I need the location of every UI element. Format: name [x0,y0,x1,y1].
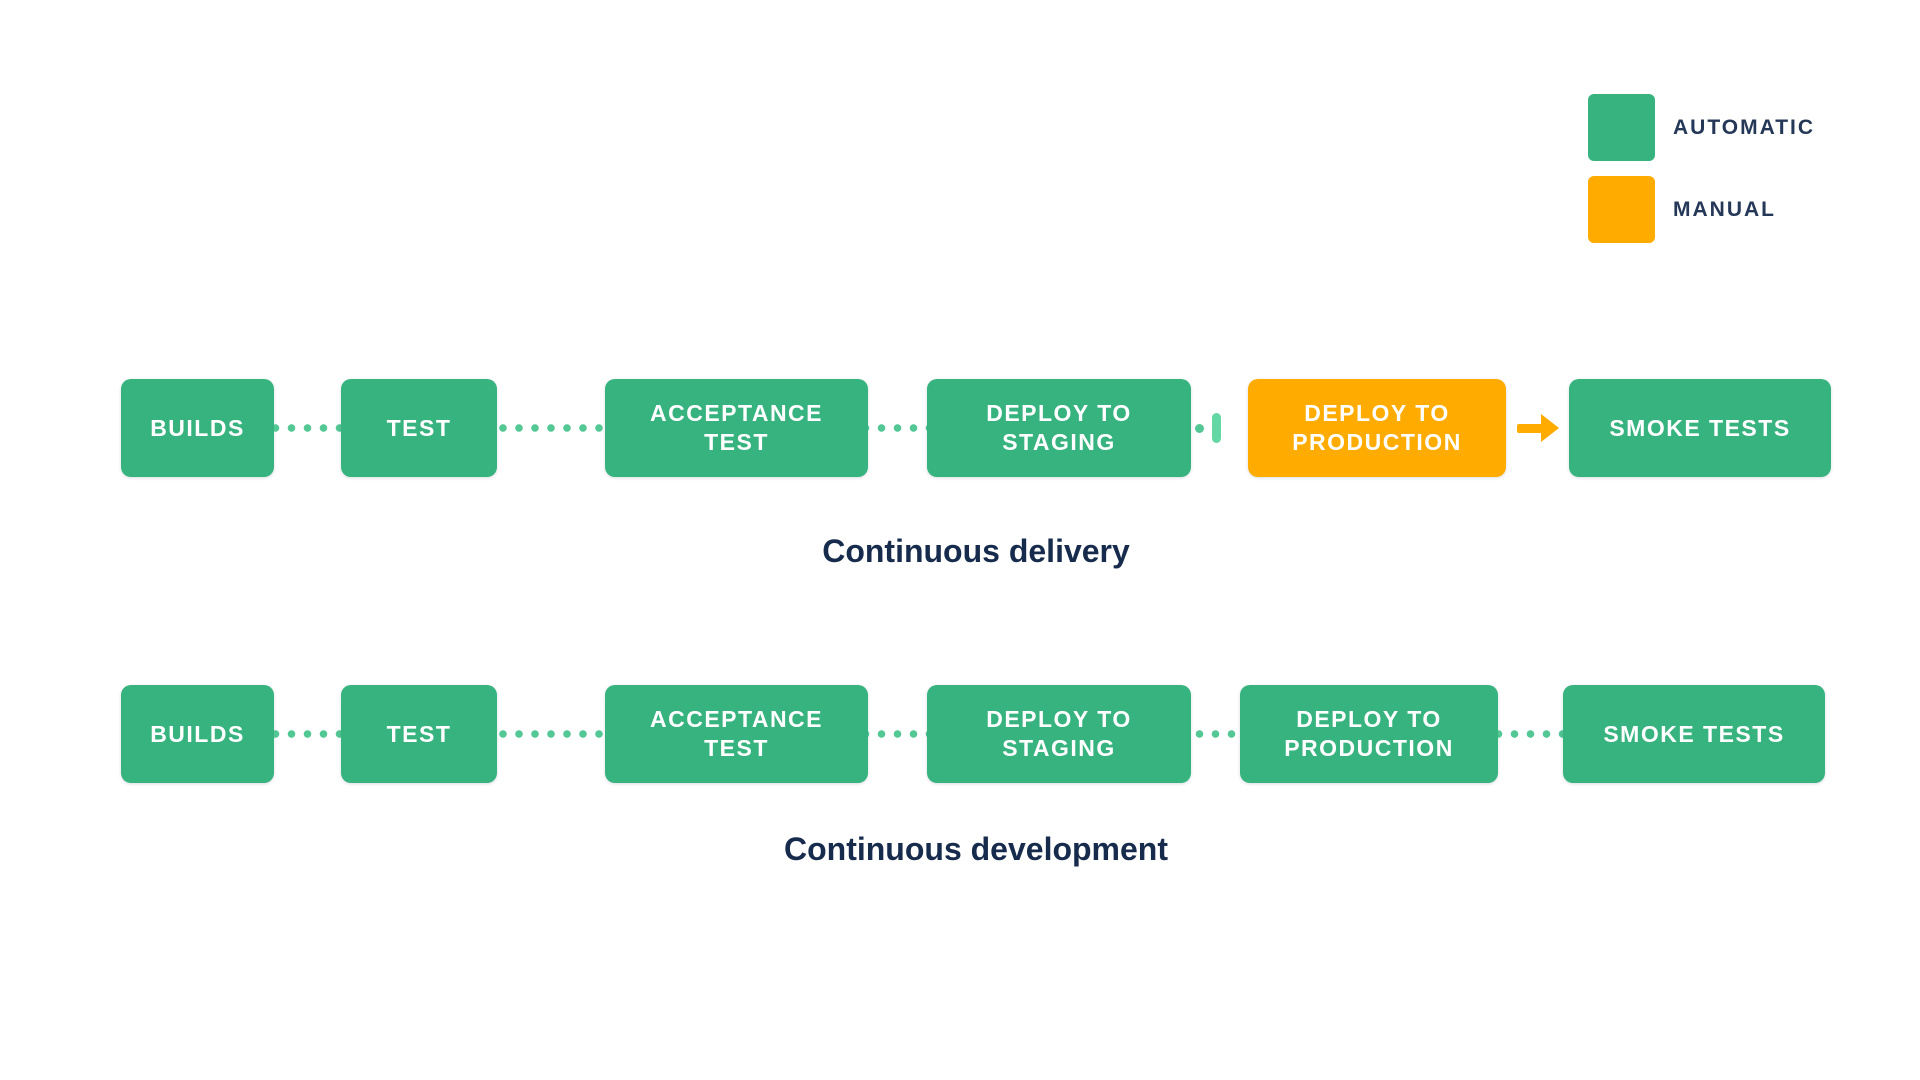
stage-label-line: ACCEPTANCE [649,706,824,733]
stage-label-line: SMOKE TESTS [1603,720,1785,747]
stage-builds: BUILDS [121,379,274,477]
stage-label-line: TEST [704,735,769,761]
connector-dots [1498,730,1563,738]
stage-smoke-tests: SMOKE TESTS [1569,379,1831,477]
legend: AUTOMATIC MANUAL [1588,94,1815,243]
caption-continuous-delivery: Continuous delivery [822,533,1130,569]
connector-dot-bar [1191,379,1248,477]
stage-label-line: TEST [386,720,452,747]
stage-label-line: PRODUCTION [1292,429,1462,455]
manual-gate-bar-icon [1212,413,1221,443]
connector-arrow [1506,379,1569,477]
gate-dot-icon [1195,423,1204,433]
connector-dots [274,424,341,432]
stage-label-line: DEPLOY TO [1296,706,1442,733]
manual-swatch-icon [1588,176,1655,243]
connector-dots [868,730,927,738]
automatic-swatch-icon [1588,94,1655,161]
stage-smoke-tests: SMOKE TESTS [1563,685,1825,783]
arrow-shaft [1516,423,1543,433]
stage-builds: BUILDS [121,685,274,783]
legend-label-manual: MANUAL [1673,197,1776,221]
stage-label-line: BUILDS [150,720,245,747]
stage-label-line: STAGING [1002,429,1116,455]
connector-dots [1191,730,1240,738]
stage-label-line: TEST [386,414,452,441]
stage-label-line: DEPLOY TO [986,706,1132,733]
stage-label-line: DEPLOY TO [1304,400,1450,427]
connector-dots [497,424,605,432]
stage-label-line: BUILDS [150,414,245,441]
stage-test: TEST [341,685,497,783]
stage-label-line: STAGING [1002,735,1116,761]
stage-test: TEST [341,379,497,477]
connector-dots [274,730,341,738]
stage-label-line: DEPLOY TO [986,400,1132,427]
stage-label-line: ACCEPTANCE [649,400,824,427]
stage-label-line: SMOKE TESTS [1609,414,1791,441]
legend-label-automatic: AUTOMATIC [1673,115,1816,139]
stage-label-line: TEST [704,429,769,455]
caption-continuous-development: Continuous development [784,831,1168,867]
stage-label-line: PRODUCTION [1284,735,1454,761]
connector-dots [868,424,927,432]
legend-item-manual: MANUAL [1588,176,1815,243]
legend-item-automatic: AUTOMATIC [1588,94,1815,161]
connector-dots [497,730,605,738]
arrow-head-icon [1540,414,1559,442]
